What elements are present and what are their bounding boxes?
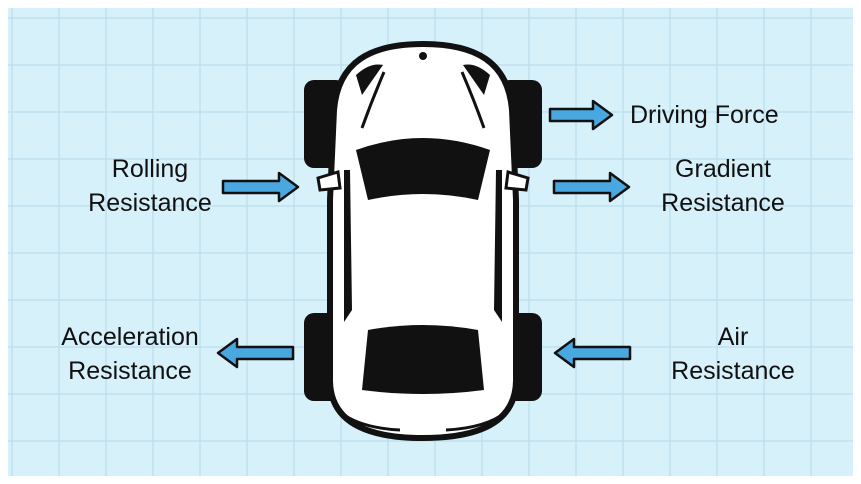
gradient-resistance-arrow-right-icon [552,171,631,203]
label-driving-force: Driving Force [630,98,779,132]
driving-force-text: Driving Force [630,101,779,129]
label-acceleration-resistance: Acceleration Resistance [45,320,215,388]
gradient-line-1: Gradient [675,155,771,183]
air-line-1: Air [717,323,749,351]
driving-force-arrow-right-icon [548,99,614,131]
rolling-line-1: Rolling [111,155,189,183]
mirror-right [504,170,530,192]
mirror-left [316,170,342,192]
rolling-line-2: Resistance [88,189,212,217]
label-rolling-resistance: Rolling Resistance [70,152,230,220]
label-gradient-resistance: Gradient Resistance [643,152,803,220]
rear-window [362,325,484,394]
gradient-line-2: Resistance [661,189,785,217]
acceleration-resistance-arrow-left-icon [216,337,295,369]
label-air-resistance: Air Resistance [653,320,813,388]
acceleration-line-2: Resistance [68,357,192,385]
air-resistance-arrow-left-icon [553,337,632,369]
rolling-resistance-arrow-right-icon [221,171,300,203]
windshield [356,138,490,200]
car-top-view-icon [316,40,530,442]
air-line-2: Resistance [671,357,795,385]
acceleration-line-1: Acceleration [61,323,199,351]
